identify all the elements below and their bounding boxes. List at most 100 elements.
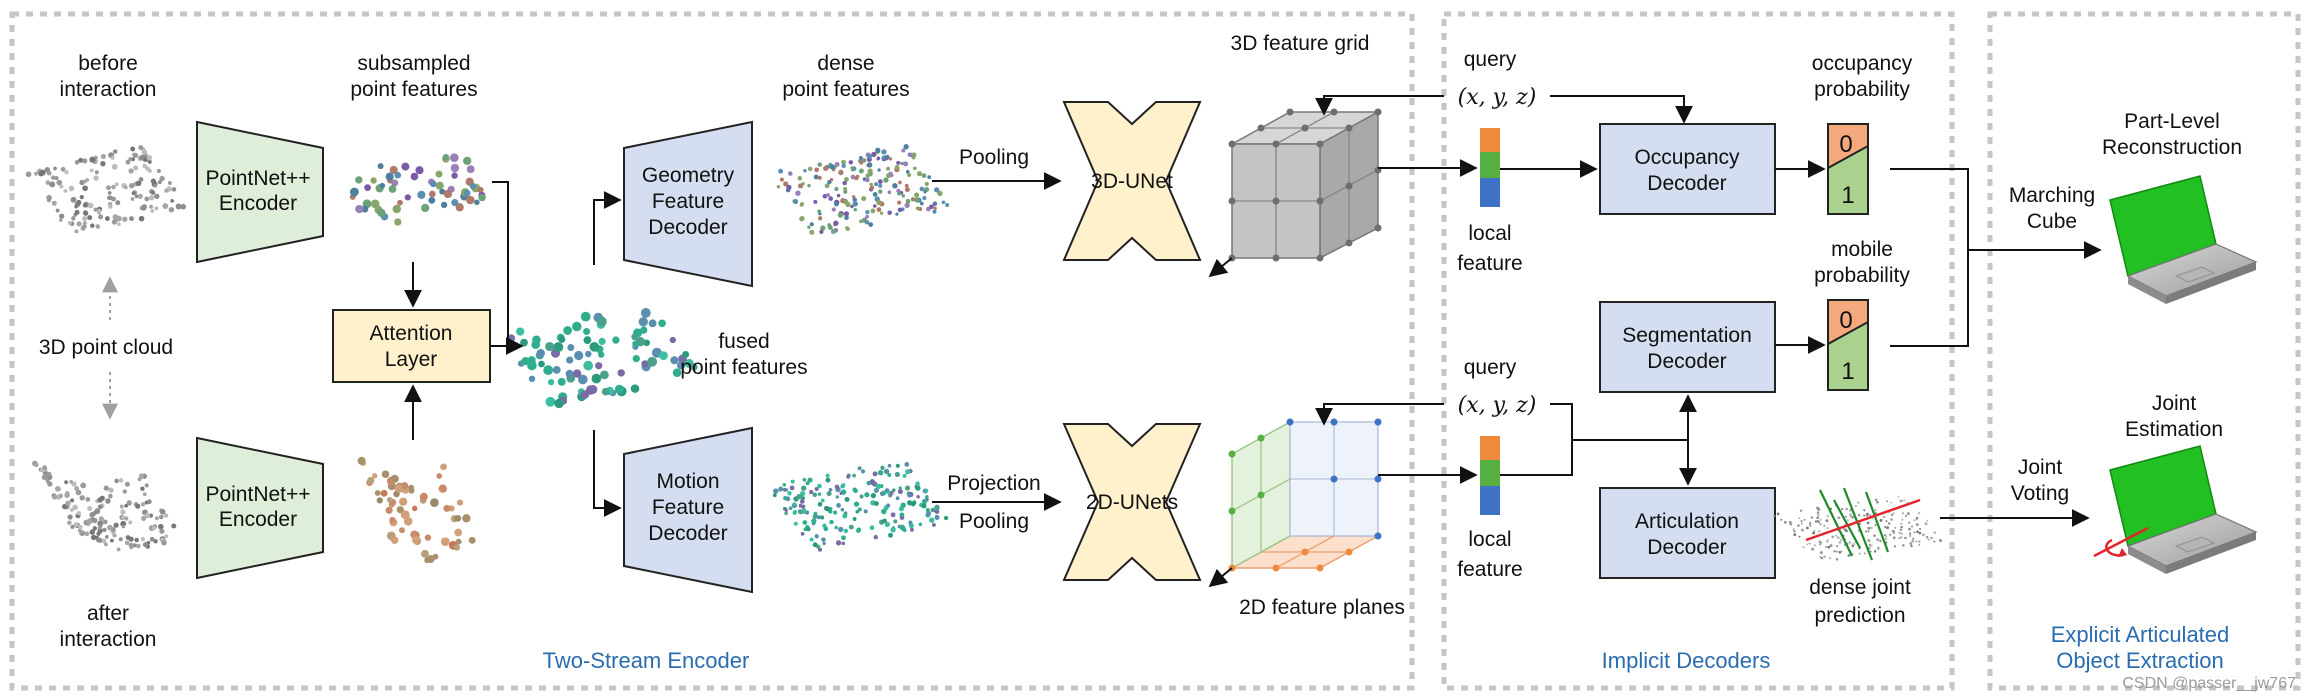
cloud-point [130,146,136,152]
cloud-point [915,481,920,486]
svg-text:Decoder: Decoder [648,522,727,545]
cloud-point [1873,534,1876,537]
cloud-point [792,502,797,506]
local-feature-bottom-label: local [1468,528,1511,551]
cloud-point [904,202,910,209]
cloud-point [76,221,82,227]
cloud-point [894,165,900,170]
cloud-point [839,491,843,496]
cloud-point [83,221,87,225]
pointnet-encoder-top: PointNet++ Encoder [196,120,324,264]
svg-text:Encoder: Encoder [219,192,297,215]
cloud-point [873,534,879,540]
cloud-point [1857,501,1860,504]
part-level-label-2: Reconstruction [2102,136,2242,159]
cloud-point [140,502,146,507]
cloud-point [886,166,891,171]
cloud-point [914,197,920,203]
cloud-point [1913,531,1916,534]
cloud-point [825,473,830,478]
cloud-point [154,206,159,211]
cloud-point [477,186,484,194]
cloud-point [147,159,152,164]
cloud-point [100,161,106,167]
cloud-point [776,185,781,189]
unet-3d: 3D-UNet [1062,101,1202,261]
cloud-point [1780,518,1783,521]
cloud-point [843,528,849,534]
cloud-point [463,156,472,166]
cloud-point [1831,535,1834,539]
cloud-point [142,542,149,548]
cloud-point [118,478,124,483]
cloud-point [137,477,142,482]
cloud-point [1912,537,1915,540]
feature-planes-2d [1208,418,1382,588]
cloud-point [869,525,875,531]
cloud-point [440,537,450,547]
cloud-point [572,369,582,378]
cloud-point [1922,533,1925,537]
cloud-point [778,486,784,492]
cloud-point [89,156,96,163]
cloud-point [834,161,840,167]
cloud-point [793,521,798,526]
attention-layer: Attention Layer [332,309,491,383]
cloud-point [638,317,648,327]
cloud-point [1825,545,1828,549]
cloud-point [106,185,111,191]
cloud-point [826,491,832,497]
cloud-point [1840,507,1844,511]
query-to-planes-arrow [1315,403,1444,426]
cloud-point [853,501,860,507]
cloud-point [77,524,83,530]
cloud-point [122,216,128,222]
cloud-point [857,507,862,512]
cloud-point [943,515,949,521]
cloud-point [563,326,572,335]
cloud-point [589,341,600,352]
cloud-point [1904,514,1908,518]
cloud-point [1833,550,1836,553]
cloud-point [411,535,421,544]
cloud-point [1927,538,1930,541]
cloud-point [51,200,57,206]
cloud-point [1776,512,1780,516]
cloud-point [118,537,123,542]
marching-label-2: Cube [2027,210,2077,233]
cloud-point [46,471,52,477]
cloud-point [148,169,152,173]
cloud-point [1836,536,1840,540]
cloud-point [1837,516,1841,520]
cloud-point [1848,541,1852,544]
cloud-point [583,327,591,336]
cloud-point [904,462,910,467]
cloud-point [122,489,127,494]
cloud-point [115,215,122,222]
svg-text:Feature: Feature [652,190,724,213]
cloud-point [1825,519,1829,523]
cloud-point [131,191,136,196]
pointnet-encoder-bottom: PointNet++ Encoder [196,436,324,580]
cloud-point [538,360,545,368]
cloud-point [632,340,639,347]
cloud-point [1803,518,1806,521]
local-feature-top-label-2: feature [1457,252,1522,275]
cloud-point [74,229,79,234]
planes-2d-label: 2D feature planes [1239,596,1405,619]
cloud-point [159,175,165,182]
cloud-point [385,506,393,514]
cloud-point [820,498,825,503]
cloud-point [157,180,162,185]
cloud-point [898,486,902,490]
cloud-point [895,463,900,468]
cloud-point [882,518,887,524]
cloud-point [1773,514,1776,517]
cloud-point [1939,539,1942,542]
cloud-point [640,307,651,318]
cloud-point [907,493,912,498]
svg-text:Occupancy: Occupancy [1634,146,1740,169]
dense-joint-label: dense joint [1809,576,1911,599]
dense-joint-prediction [1773,487,1942,561]
after-label-2: interaction [60,628,157,651]
